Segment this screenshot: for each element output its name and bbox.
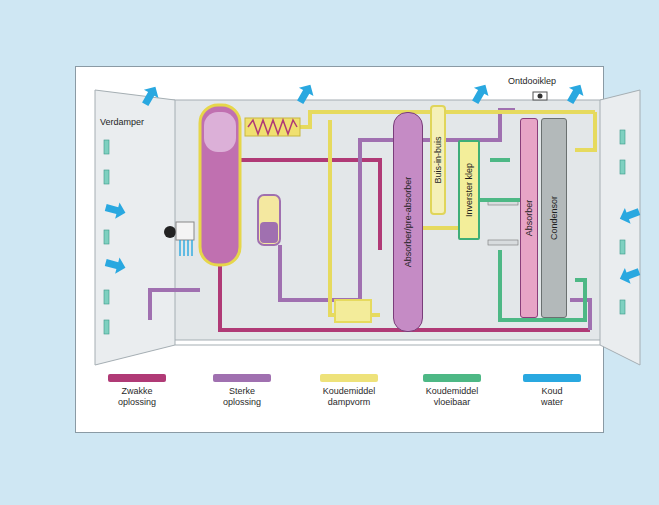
housing-left-panel [95, 90, 175, 365]
coil-winding [248, 120, 297, 134]
housing-right-panel [600, 90, 640, 365]
valve-knob [538, 94, 543, 99]
spray-head [176, 222, 194, 240]
legend-text: Sterke oplossing [223, 386, 261, 408]
component-label: Absorber [524, 200, 535, 237]
pipe-connector [423, 226, 458, 230]
legend-swatch [108, 374, 166, 382]
generator-top [204, 112, 236, 152]
component-label: Absorber/pre-absorber [403, 177, 414, 268]
pipe-headers [488, 200, 518, 245]
receiver-tank [258, 195, 280, 245]
housing-back [130, 100, 602, 340]
legend-swatch [320, 374, 378, 382]
component-label: Condensor [549, 196, 560, 240]
legend-text: Koudemiddel vloeibaar [426, 386, 479, 408]
vapour-pipes [300, 112, 595, 322]
absorber-unit: Absorber [520, 118, 538, 318]
housing-floor [175, 345, 600, 346]
component-label: Inverster klep [464, 163, 475, 217]
legend-swatch [213, 374, 271, 382]
reversing-valve: Inverster klep [458, 140, 480, 240]
part-label: Ontdooiklep [508, 76, 556, 86]
pipe-connector [480, 198, 520, 202]
defrost-valve [533, 92, 547, 100]
rectifier-coil [245, 118, 300, 136]
condenser-unit: Condensor [541, 118, 567, 318]
spray-lines [180, 240, 192, 256]
legend-text: Zwakke oplossing [118, 386, 156, 408]
component-label: Buis-in-buis [433, 136, 444, 183]
absorber-column: Absorber/pre-absorber [393, 112, 423, 332]
part-label: Verdamper [100, 117, 144, 127]
generator-vessel [200, 105, 240, 265]
tube-in-tube: Buis-in-buis [430, 105, 446, 215]
legend-text: Koudemiddel dampvorm [323, 386, 376, 408]
legend-text: Koud water [541, 386, 563, 408]
receiver-fill [260, 222, 278, 243]
legend-swatch [423, 374, 481, 382]
legend-swatch [523, 374, 581, 382]
pump-motor [164, 226, 176, 238]
